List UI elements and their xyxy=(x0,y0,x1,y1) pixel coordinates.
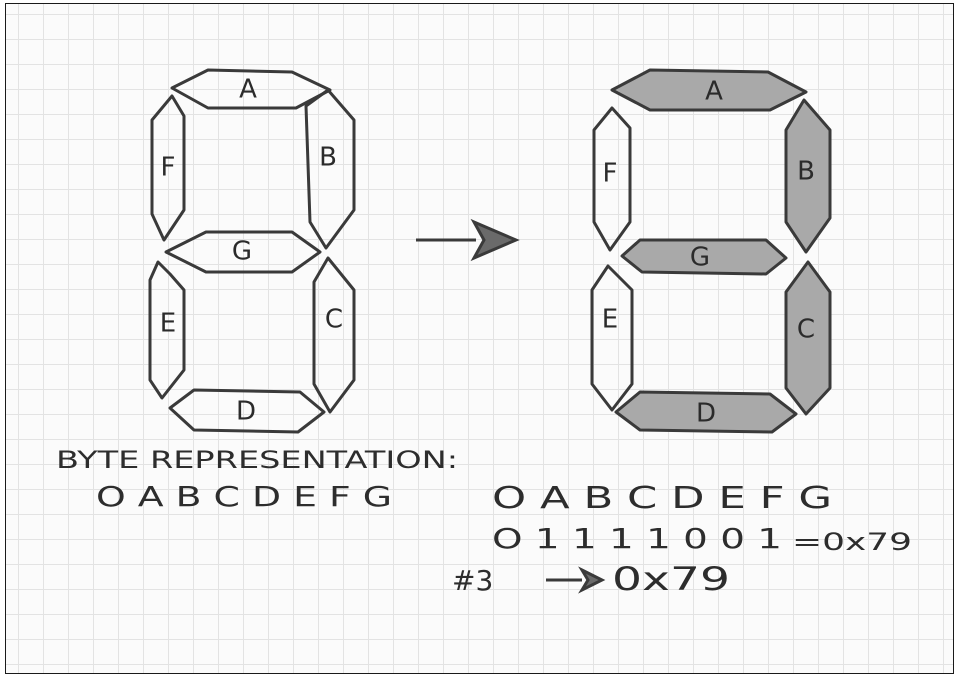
left-label-g: G xyxy=(232,237,252,267)
small-arrow-icon xyxy=(546,570,602,590)
byte-representation-heading: BYTE REPRESENTATION: xyxy=(56,446,458,474)
right-label-a: A xyxy=(705,77,723,107)
mapping-result: 0x79 xyxy=(612,560,730,598)
mapping-label: #3 xyxy=(452,564,493,597)
right-seven-segment-display xyxy=(592,70,830,432)
equals-hex: =0x79 xyxy=(792,528,912,556)
right-segment-e xyxy=(592,266,632,410)
right-label-b: B xyxy=(797,157,815,187)
bit-values: O 1 1 1 1 0 0 1 xyxy=(492,522,782,555)
left-label-c: C xyxy=(325,305,343,335)
right-label-g: G xyxy=(690,243,710,273)
right-bit-order: O A B C D E F G xyxy=(492,481,832,516)
left-label-b: B xyxy=(319,143,337,173)
right-label-d: D xyxy=(696,399,716,429)
left-segment-c xyxy=(314,258,354,412)
left-label-e: E xyxy=(160,309,176,339)
left-label-f: F xyxy=(161,153,176,183)
right-label-c: C xyxy=(797,315,815,345)
right-label-e: E xyxy=(602,305,618,335)
left-label-d: D xyxy=(236,397,256,427)
left-label-a: A xyxy=(239,75,257,105)
right-label-f: F xyxy=(603,159,618,189)
right-arrow-icon xyxy=(416,222,516,258)
left-bit-order: O A B C D E F G xyxy=(96,480,392,513)
